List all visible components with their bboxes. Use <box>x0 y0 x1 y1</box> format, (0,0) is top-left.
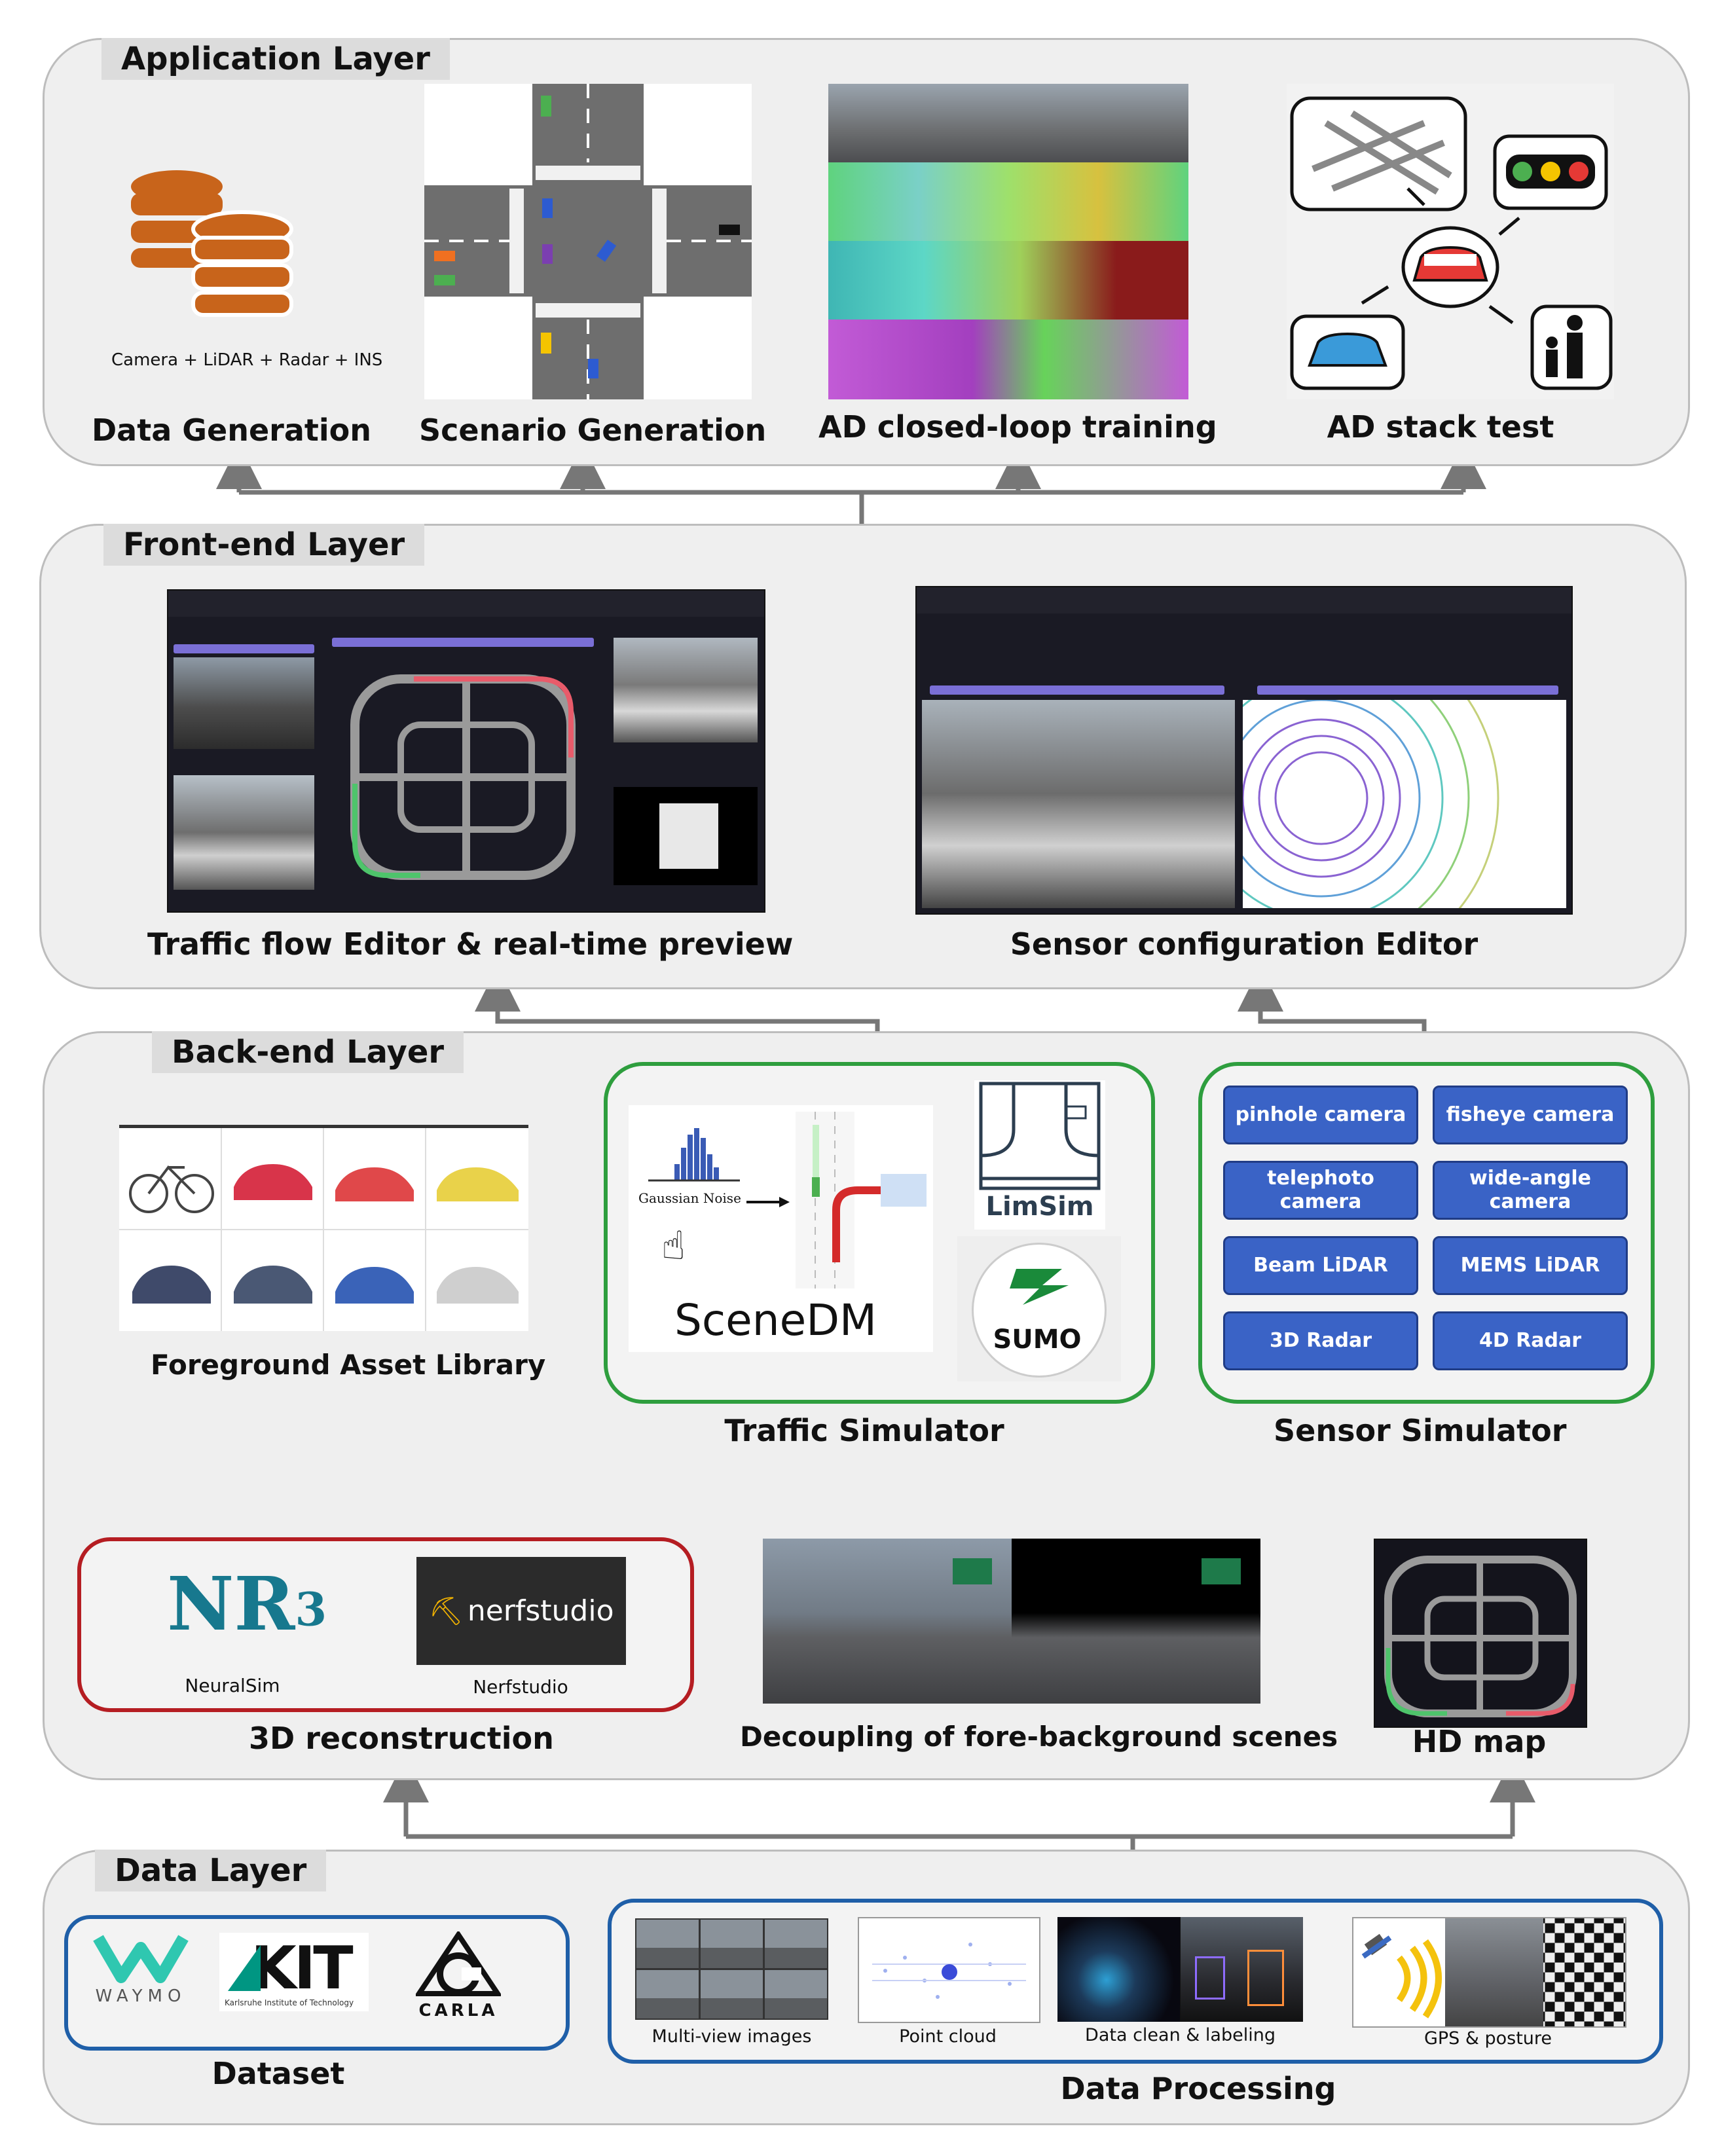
kit-logo: KIT Karlsruhe Institute of Technology <box>219 1933 369 2011</box>
traffic-flow-editor-screenshot <box>167 589 765 913</box>
foreground-asset-grid <box>119 1125 528 1331</box>
data-clean-labeling-label: Data clean & labeling <box>1085 2025 1276 2045</box>
data-clean-labeling-image <box>1057 1917 1303 2022</box>
nr3-logo: NR3 <box>167 1562 327 1647</box>
multi-view-images <box>635 1918 828 2020</box>
point-cloud-label: Point cloud <box>899 2026 997 2047</box>
data-generation-sublabel: Camera + LiDAR + Radar + INS <box>111 350 383 370</box>
carla-text: CARLA <box>418 2001 498 2020</box>
decoupling-label: Decoupling of fore-background scenes <box>740 1721 1338 1753</box>
carla-logo: CARLA <box>406 1929 511 2020</box>
traffic-simulator-label: Traffic Simulator <box>724 1413 1004 1448</box>
frontend-layer-title: Front-end Layer <box>103 524 425 566</box>
foreground-asset-library-label: Foreground Asset Library <box>151 1349 546 1381</box>
sensor-fisheye-camera[interactable]: fisheye camera <box>1433 1086 1628 1144</box>
sumo-panel: SUMO <box>957 1236 1121 1381</box>
nr3-logo-sup: 3 <box>295 1582 327 1637</box>
sensor-pinhole-camera[interactable]: pinhole camera <box>1223 1086 1418 1144</box>
waymo-icon <box>93 1935 189 1983</box>
hd-map-label: HD map <box>1412 1724 1547 1759</box>
decoupling-image <box>763 1539 1260 1704</box>
data-processing-label: Data Processing <box>1060 2071 1336 2106</box>
sensor-4d-radar[interactable]: 4D Radar <box>1433 1311 1628 1370</box>
scenedm-logo: SceneDM <box>674 1295 877 1345</box>
reconstruction-label: 3D reconstruction <box>249 1721 554 1756</box>
carla-icon <box>414 1929 503 1996</box>
sensor-simulator-label: Sensor Simulator <box>1274 1413 1567 1448</box>
sensor-telephoto-camera[interactable]: telephoto camera <box>1223 1161 1418 1220</box>
traffic-flow-editor-label: Traffic flow Editor & real-time preview <box>147 926 794 962</box>
limsim-logo: LimSim <box>985 1192 1094 1222</box>
dataset-label: Dataset <box>211 2056 345 2091</box>
gaussian-noise-icon <box>648 1128 740 1182</box>
backend-layer-title: Back-end Layer <box>152 1031 464 1073</box>
point-cloud-image <box>858 1917 1040 2023</box>
hd-map-image <box>1374 1539 1587 1728</box>
sensor-wide-angle-camera[interactable]: wide-angle camera <box>1433 1161 1628 1220</box>
nerfstudio-logo-text: nerfstudio <box>467 1594 614 1628</box>
nerfstudio-label: Nerfstudio <box>473 1676 568 1698</box>
gps-posture-image <box>1352 1917 1626 2028</box>
closed-loop-training-label: AD closed-loop training <box>818 409 1217 445</box>
sensor-3d-radar[interactable]: 3D Radar <box>1223 1311 1418 1370</box>
sensor-config-editor-label: Sensor configuration Editor <box>1010 926 1478 962</box>
excavator-icon: ⛏ <box>428 1594 464 1627</box>
gps-posture-label: GPS & posture <box>1423 2028 1552 2049</box>
scenario-generation-label: Scenario Generation <box>419 412 767 448</box>
ad-stack-test-label: AD stack test <box>1327 409 1554 445</box>
sumo-logo: SUMO <box>993 1325 1082 1355</box>
kit-text: KIT <box>251 1934 354 2003</box>
arrow-right-icon <box>746 1197 790 1207</box>
application-layer-title: Application Layer <box>101 38 450 80</box>
waymo-text: WAYMO <box>95 1986 187 2006</box>
data-generation-label: Data Generation <box>92 412 372 448</box>
nerfstudio-logo-panel: ⛏ nerfstudio <box>416 1557 626 1665</box>
data-layer-title: Data Layer <box>95 1850 327 1891</box>
ad-stack-test-image <box>1287 84 1614 399</box>
multi-view-images-label: Multi-view images <box>652 2026 812 2047</box>
database-icon <box>131 170 293 317</box>
closed-loop-training-image <box>828 84 1188 399</box>
sensor-beam-lidar[interactable]: Beam LiDAR <box>1223 1236 1418 1295</box>
scenario-intersection-image <box>424 84 752 399</box>
waymo-logo: WAYMO <box>88 1931 193 2006</box>
sumo-icon <box>1010 1269 1069 1305</box>
sensor-mems-lidar[interactable]: MEMS LiDAR <box>1433 1236 1628 1295</box>
nr3-logo-text: NR <box>167 1562 295 1647</box>
gaussian-noise-text: Gaussian Noise <box>638 1190 741 1206</box>
hand-icon: ☝ <box>661 1223 686 1269</box>
limsim-panel: LimSim <box>974 1080 1105 1230</box>
sensor-config-editor-screenshot <box>915 586 1573 915</box>
kit-subtext: Karlsruhe Institute of Technology <box>225 1998 354 2007</box>
scenedm-panel: Gaussian Noise ☝ SceneDM <box>629 1105 933 1352</box>
neuralsim-label: NeuralSim <box>185 1675 280 1696</box>
